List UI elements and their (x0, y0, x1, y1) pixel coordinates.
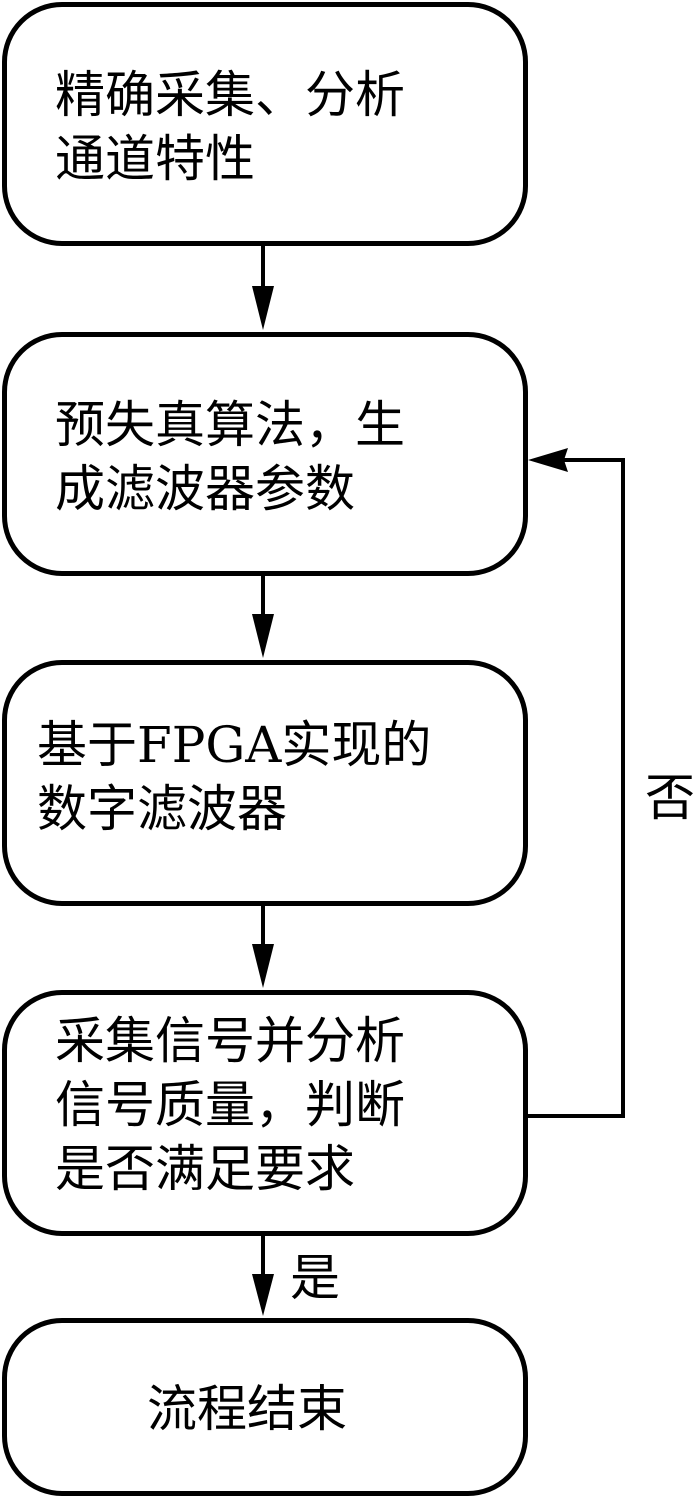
node-end: 流程结束 (2, 1318, 528, 1496)
node-end-text: 流程结束 (147, 1380, 347, 1438)
node-step3: 基于FPGA实现的 数字滤波器 (2, 660, 528, 906)
node-step2-text: 预失真算法，生 成滤波器参数 (55, 396, 405, 518)
edge-label-no: 否 (645, 769, 695, 827)
node-step3-text: 基于FPGA实现的 数字滤波器 (37, 716, 432, 838)
edge-step4-end (252, 1235, 274, 1316)
edge-label-yes: 是 (290, 1249, 340, 1307)
node-step1-text: 精确采集、分析 通道特性 (55, 66, 405, 188)
node-step2: 预失真算法，生 成滤波器参数 (2, 332, 528, 576)
edge-step4-step2-feedback (527, 448, 625, 1118)
edge-step1-step2 (252, 245, 274, 330)
arrowhead-icon (252, 944, 274, 988)
arrowhead-icon (528, 448, 568, 472)
edge-step2-step3 (252, 575, 274, 658)
arrowhead-icon (252, 614, 274, 658)
arrowhead-icon (252, 1274, 274, 1316)
arrowhead-icon (252, 286, 274, 330)
node-step4: 采集信号并分析 信号质量，判断 是否满足要求 (2, 990, 528, 1236)
node-step4-text: 采集信号并分析 信号质量，判断 是否满足要求 (55, 1012, 405, 1198)
edge-step3-step4 (252, 905, 274, 988)
node-step1: 精确采集、分析 通道特性 (2, 2, 528, 246)
